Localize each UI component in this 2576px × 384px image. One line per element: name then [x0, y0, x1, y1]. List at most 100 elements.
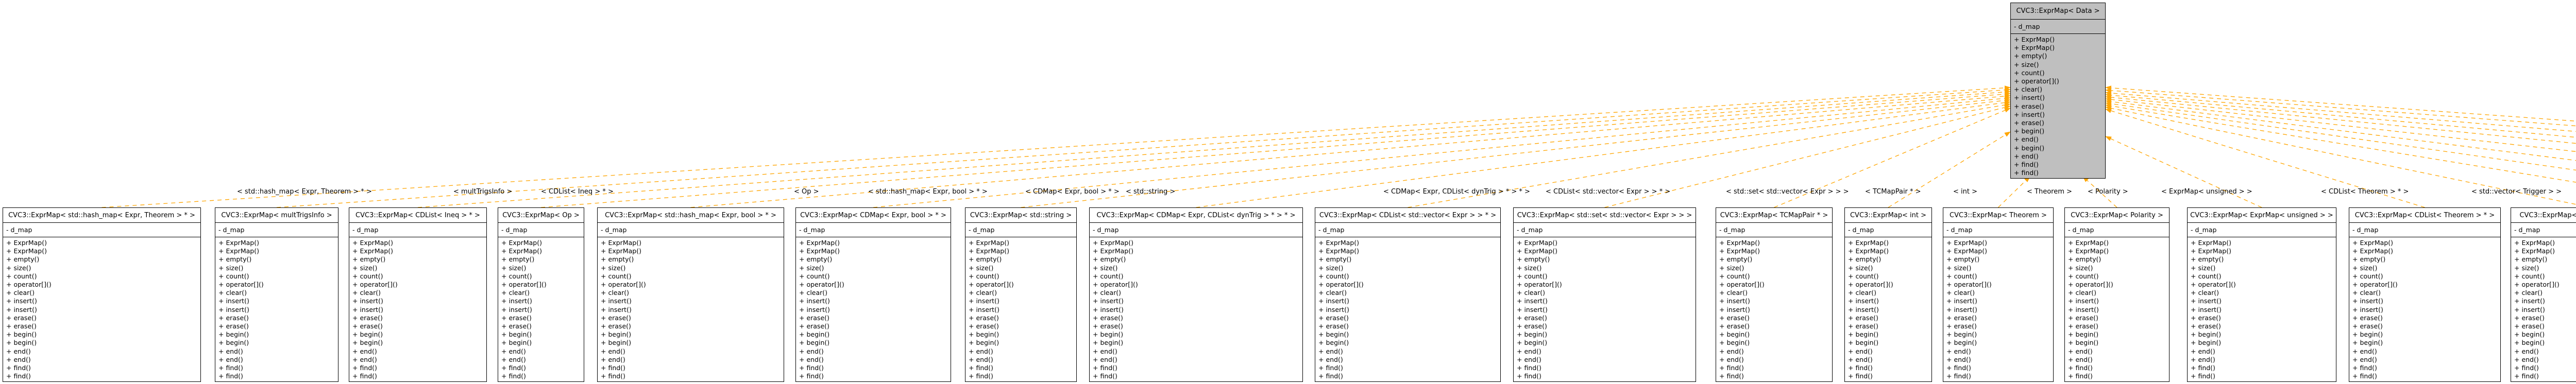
template-instantiation-edge [2105, 136, 2262, 208]
method-label: + begin() [1719, 339, 1750, 347]
method-label: + operator[]() [1517, 281, 1562, 289]
method-label: + begin() [799, 330, 830, 339]
template-class-box[interactable]: CVC3::ExprMap< Data > - d_map + ExprMap(… [2010, 3, 2106, 179]
instance-class-box[interactable]: CVC3::ExprMap< CDMap< Expr, CDList< dynT… [1089, 207, 1303, 382]
method-label: + end() [2352, 355, 2377, 363]
method-label: + erase() [1848, 313, 1878, 322]
instance-class-box[interactable]: CVC3::ExprMap< CDMap< Expr, bool > * > -… [795, 207, 951, 382]
instance-class-box[interactable]: CVC3::ExprMap< CDList< std::vector< Expr… [1315, 207, 1501, 382]
method-list: + ExprMap()+ ExprMap()+ empty()+ size()+… [796, 237, 951, 381]
method-label: + begin() [1946, 339, 1977, 347]
attribute-label: - d_map [969, 226, 995, 234]
attribute-label: - d_map [6, 226, 32, 234]
method-label: + size() [218, 264, 244, 272]
instance-class-box[interactable]: CVC3::ExprMap< Op > - d_map + ExprMap()+… [498, 207, 584, 382]
instance-class-box[interactable]: CVC3::ExprMap< Theorem > - d_map + ExprM… [1943, 207, 2054, 382]
method-label: + clear() [2068, 289, 2097, 297]
method-label: + end() [352, 347, 377, 355]
method-label: + insert() [2514, 297, 2545, 305]
instance-class-box[interactable]: CVC3::ExprMap< ExprMap< unsigned > > - d… [2187, 207, 2336, 382]
method-label: + clear() [2014, 85, 2043, 94]
instance-class-box[interactable]: CVC3::ExprMap< std::set< std::vector< Ex… [1513, 207, 1696, 382]
template-instantiation-edge [2105, 97, 2576, 152]
method-label: + erase() [6, 322, 37, 330]
method-label: + find() [2191, 372, 2215, 380]
method-label: + end() [1093, 347, 1117, 355]
method-label: + operator[]() [1318, 281, 1364, 289]
method-label: + ExprMap() [2068, 239, 2109, 247]
method-label: + ExprMap() [218, 239, 259, 247]
instance-class-box[interactable]: CVC3::ExprMap< int > - d_map + ExprMap()… [1844, 207, 1932, 382]
method-label: + ExprMap() [1093, 247, 1133, 255]
instance-class-box[interactable]: CVC3::ExprMap< std::hash_map< Expr, Theo… [3, 207, 201, 382]
method-label: + end() [218, 355, 243, 363]
instance-class-box[interactable]: CVC3::ExprMap< TCMapPair * > - d_map + E… [1716, 207, 1833, 382]
method-label: + find() [601, 364, 625, 372]
method-label: + find() [1318, 372, 1343, 380]
method-label: + empty() [1318, 255, 1352, 264]
instance-class-box[interactable]: CVC3::ExprMap< std::string > - d_map + E… [965, 207, 1077, 382]
method-label: + erase() [2014, 119, 2044, 127]
class-title: CVC3::ExprMap< Op > [498, 208, 584, 223]
method-list: + ExprMap()+ ExprMap()+ empty()+ size()+… [215, 237, 338, 381]
method-label: + begin() [352, 339, 383, 347]
instance-class-box[interactable]: CVC3::ExprMap< multTrigsInfo > - d_map +… [215, 207, 338, 382]
method-label: + begin() [1517, 330, 1548, 339]
method-list: + ExprMap()+ ExprMap()+ empty()+ size()+… [1943, 237, 2053, 381]
method-label: + begin() [2014, 144, 2045, 152]
method-label: + insert() [6, 305, 37, 313]
method-label: + empty() [1946, 255, 1980, 264]
method-label: + insert() [1318, 297, 1349, 305]
method-label: + clear() [1517, 289, 1546, 297]
template-instantiation-edge [1774, 108, 2011, 208]
method-label: + empty() [799, 255, 833, 264]
method-label: + find() [601, 372, 625, 380]
method-label: + insert() [1719, 297, 1750, 305]
instance-class-box[interactable]: CVC3::ExprMap< Polarity > - d_map + Expr… [2064, 207, 2170, 382]
class-title: CVC3::ExprMap< CDMap< Expr, CDList< dynT… [1090, 208, 1302, 223]
attribute-label: - d_map [1517, 226, 1543, 234]
method-list: + ExprMap()+ ExprMap()+ empty()+ size()+… [2349, 237, 2500, 381]
method-label: + size() [352, 264, 378, 272]
template-instantiation-edge [2105, 106, 2576, 205]
method-label: + end() [1719, 347, 1744, 355]
method-label: + find() [501, 372, 526, 380]
method-label: + insert() [6, 297, 37, 305]
instance-class-box[interactable]: CVC3::ExprMap< CDList< Ineq > * > - d_ma… [349, 207, 487, 382]
method-label: + size() [2068, 264, 2093, 272]
edge-template-args-label: < std::hash_map< Expr, bool > * > [868, 188, 988, 196]
class-title: CVC3::ExprMap< int > [1845, 208, 1931, 223]
method-label: + end() [2014, 152, 2039, 160]
edge-template-args-label: < multTrigsInfo > [453, 188, 513, 196]
attribute-label: - d_map [601, 226, 627, 234]
instance-class-box[interactable]: CVC3::ExprMap< CDList< Theorem > * > - d… [2349, 207, 2501, 382]
method-label: + empty() [1848, 255, 1882, 264]
method-label: + begin() [2014, 127, 2045, 135]
method-label: + erase() [501, 322, 532, 330]
attribute-label: - d_map [799, 226, 825, 234]
edge-template-args-label: < CDMap< Expr, CDList< dynTrig > * > * > [1383, 188, 1530, 196]
class-title: CVC3::ExprMap< Theorem > [1943, 208, 2053, 223]
method-label: + count() [1848, 272, 1879, 280]
method-label: + erase() [1517, 313, 1547, 322]
method-label: + begin() [799, 339, 830, 347]
method-label: + ExprMap() [352, 247, 393, 255]
class-title: CVC3::ExprMap< std::hash_map< Expr, Theo… [3, 208, 200, 223]
method-label: + find() [218, 372, 243, 380]
instance-class-box[interactable]: CVC3::ExprMap< std::vector< Trigger > > … [2511, 207, 2576, 382]
method-label: + ExprMap() [2352, 239, 2393, 247]
method-label: + end() [6, 347, 31, 355]
template-instantiation-edge [1604, 105, 2011, 208]
edge-template-args-label: < int > [1953, 188, 1977, 196]
method-label: + erase() [2191, 313, 2221, 322]
method-label: + find() [1719, 372, 1744, 380]
method-label: + find() [1848, 364, 1873, 372]
method-label: + ExprMap() [2514, 239, 2555, 247]
method-label: + begin() [501, 330, 532, 339]
method-label: + count() [2514, 272, 2545, 280]
attribute-label: - d_map [2352, 226, 2379, 234]
instance-class-box[interactable]: CVC3::ExprMap< std::hash_map< Expr, bool… [597, 207, 784, 382]
method-label: + insert() [1517, 297, 1548, 305]
method-label: + find() [969, 372, 993, 380]
